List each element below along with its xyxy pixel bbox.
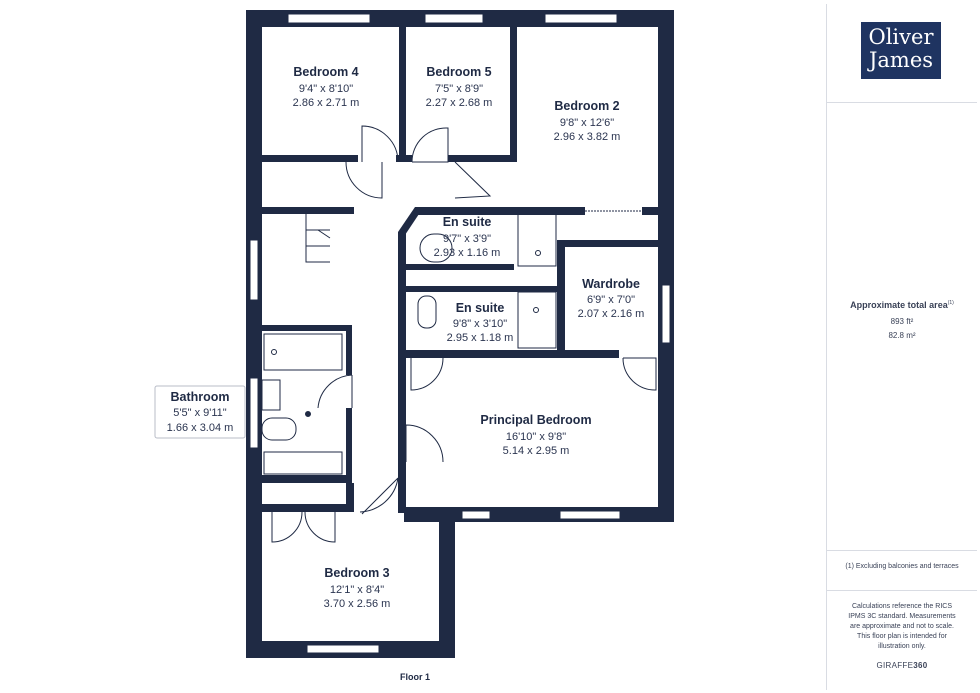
logo-line-1: Oliver: [868, 25, 934, 49]
bathroom-metric: 1.66 x 3.04 m: [167, 422, 234, 434]
ensuite2-name: En suite: [456, 301, 505, 315]
bedroom5-name: Bedroom 5: [426, 65, 491, 79]
area-sqm: 82.8 m²: [888, 331, 916, 340]
agency-logo: Oliver James: [861, 22, 941, 79]
bedroom2-metric: 2.96 x 3.82 m: [554, 131, 621, 143]
principal-imperial: 16'10" x 9'8": [506, 431, 566, 443]
bedroom3-imperial: 12'1" x 8'4": [330, 584, 384, 596]
bedroom3-name: Bedroom 3: [324, 566, 389, 580]
divider: [827, 590, 977, 591]
doors: [271, 125, 657, 543]
bedroom4-name: Bedroom 4: [293, 65, 358, 79]
area-note-ref: (1): [947, 300, 954, 306]
interior-walls: [262, 22, 660, 513]
brand-bold: 360: [913, 661, 928, 670]
bedroom2-name: Bedroom 2: [554, 99, 619, 113]
principal-metric: 5.14 x 2.95 m: [503, 445, 570, 457]
logo-line-2: James: [868, 48, 934, 72]
bathroom-name: Bathroom: [170, 390, 229, 404]
wardrobe-metric: 2.07 x 2.16 m: [578, 308, 645, 320]
info-sidebar: Oliver James Approximate total area(1) 8…: [826, 4, 977, 690]
divider: [827, 102, 977, 103]
area-title: Approximate total area(1): [827, 300, 977, 310]
bathroom-callout: Bathroom 5'5" x 9'11" 1.66 x 3.04 m: [154, 385, 246, 439]
ensuite1-imperial: 9'7" x 3'9": [443, 233, 491, 245]
bedroom5-metric: 2.27 x 2.68 m: [426, 97, 493, 109]
floor-plan: Bedroom 4 9'4" x 8'10" 2.86 x 2.71 m Bed…: [154, 10, 674, 682]
area-title-text: Approximate total area: [850, 300, 948, 310]
ensuite1-metric: 2.93 x 1.16 m: [434, 247, 501, 259]
disclaimer: Calculations reference the RICS IPMS 3C …: [848, 603, 956, 650]
wardrobe-name: Wardrobe: [582, 277, 640, 291]
wardrobe-imperial: 6'9" x 7'0": [587, 294, 635, 306]
windows: [249, 13, 671, 654]
area-sqft: 893 ft²: [890, 317, 914, 326]
principal-name: Principal Bedroom: [480, 413, 591, 427]
bedroom2-imperial: 9'8" x 12'6": [560, 117, 614, 129]
brand-light: GIRAFFE: [876, 661, 914, 670]
divider: [827, 550, 977, 551]
bathroom-imperial: 5'5" x 9'11": [173, 407, 226, 419]
ensuite2-metric: 2.95 x 1.18 m: [447, 332, 514, 344]
ensuite2-imperial: 9'8" x 3'10": [453, 318, 507, 330]
ensuite1-name: En suite: [443, 215, 492, 229]
bedroom3-metric: 3.70 x 2.56 m: [324, 598, 391, 610]
bedroom4-metric: 2.86 x 2.71 m: [293, 97, 360, 109]
bedroom5-imperial: 7'5" x 8'9": [435, 83, 483, 95]
bedroom4-imperial: 9'4" x 8'10": [299, 83, 353, 95]
footnote: (1) Excluding balconies and terraces: [845, 563, 959, 570]
giraffe360-logo: GIRAFFE360: [827, 661, 977, 670]
fixtures: [261, 210, 642, 475]
floor-label: Floor 1: [400, 672, 430, 682]
